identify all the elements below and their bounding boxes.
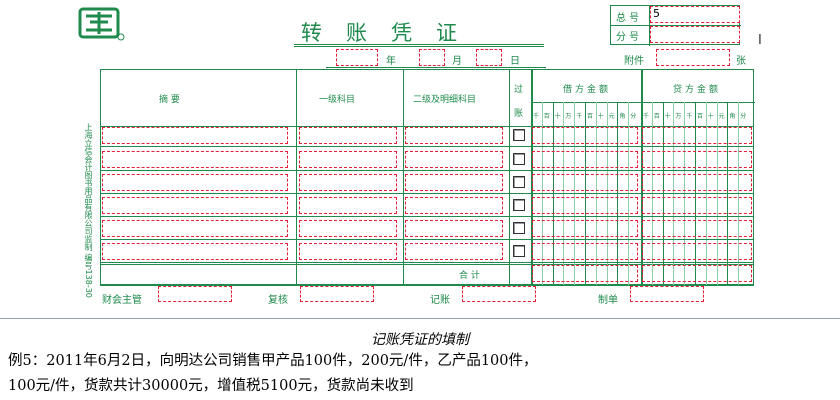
summary-input[interactable] (102, 127, 288, 144)
header-summary: 摘 要 (159, 95, 180, 105)
description-panel: 记账凭证的填制 例5：2011年6月2日，向明达公司销售甲产品100件，200元… (0, 319, 840, 400)
debit-digit-header: 千 (576, 113, 583, 120)
posted-checkbox[interactable] (513, 222, 525, 234)
debit-digit-header: 十 (554, 113, 561, 120)
credit-amount-input[interactable] (642, 243, 752, 260)
header-posted: 过账 (514, 85, 524, 119)
header-debit: 借方金额 (563, 85, 612, 95)
attach-input[interactable] (656, 49, 730, 66)
account1-input[interactable] (299, 197, 397, 214)
voucher-title: 转账凭证 (301, 21, 481, 45)
preparer-input[interactable] (630, 286, 704, 302)
debit-amount-input[interactable] (532, 127, 638, 144)
credit-amount-input[interactable] (642, 220, 752, 237)
debit-digit-header: 分 (630, 113, 637, 120)
credit-digit-header: 千 (686, 113, 693, 120)
posted-checkbox[interactable] (513, 245, 525, 257)
total-no-input[interactable]: 5 (650, 6, 740, 23)
text-cursor-icon: I (758, 33, 762, 48)
preparer-label: 制单 (598, 295, 618, 306)
account1-input[interactable] (299, 174, 397, 191)
example-line-1: 例5：2011年6月2日，向明达公司销售甲产品100件，200元/件，乙产品10… (8, 353, 538, 369)
credit-digit-header: 角 (729, 113, 736, 120)
total-label: 合 计 (459, 271, 480, 281)
divider (0, 318, 840, 319)
summary-input[interactable] (102, 197, 288, 214)
account1-input[interactable] (299, 127, 397, 144)
voucher-table: 摘 要 一级科目 二级及明细科目 过账 借方金额 贷方金额 合 计 (100, 69, 755, 285)
credit-digit-header: 十 (664, 113, 671, 120)
summary-input[interactable] (102, 174, 288, 191)
attach-label: 附件 (624, 56, 644, 67)
posted-checkbox[interactable] (513, 129, 525, 141)
header-account1: 一级科目 (319, 95, 356, 105)
number-box (610, 5, 741, 46)
credit-digit-header: 千 (643, 113, 650, 120)
credit-digit-header: 十 (707, 113, 714, 120)
credit-amount-input[interactable] (642, 174, 752, 191)
zhang-label: 张 (736, 56, 746, 67)
debit-digit-header: 十 (597, 113, 604, 120)
voucher-form: 转账凭证 总 号 5 分 号 I 年 月 日 附件 张 上海立信会计图书用品有限… (76, 3, 764, 306)
supervisor-label: 财会主管 (102, 295, 142, 306)
review-label: 复核 (268, 295, 288, 306)
debit-digit-header: 百 (543, 113, 550, 120)
credit-amount-input[interactable] (642, 127, 752, 144)
account1-input[interactable] (299, 220, 397, 237)
account2-input[interactable] (405, 151, 503, 168)
posted-checkbox[interactable] (513, 199, 525, 211)
month-label: 月 (452, 56, 462, 67)
account2-input[interactable] (405, 243, 503, 260)
debit-total-input[interactable] (532, 265, 638, 282)
credit-digit-header: 元 (718, 113, 725, 120)
summary-input[interactable] (102, 243, 288, 260)
sub-no-input[interactable] (650, 26, 740, 43)
total-no-label: 总 号 (616, 13, 640, 24)
debit-amount-input[interactable] (532, 174, 638, 191)
account2-input[interactable] (405, 127, 503, 144)
debit-amount-input[interactable] (532, 197, 638, 214)
sub-no-label: 分 号 (616, 32, 640, 43)
title-underline (294, 44, 544, 47)
credit-digit-header: 百 (653, 113, 660, 120)
logo-icon (78, 7, 125, 41)
account1-input[interactable] (299, 243, 397, 260)
credit-amount-input[interactable] (642, 151, 752, 168)
header-account2: 二级及明细科目 (413, 95, 477, 105)
credit-amount-input[interactable] (642, 197, 752, 214)
debit-digit-header: 千 (533, 113, 540, 120)
summary-input[interactable] (102, 151, 288, 168)
debit-amount-input[interactable] (532, 151, 638, 168)
caption: 记账凭证的填制 (371, 332, 469, 348)
summary-input[interactable] (102, 220, 288, 237)
debit-amount-input[interactable] (532, 243, 638, 260)
day-input[interactable] (476, 49, 502, 66)
debit-digit-header: 角 (619, 113, 626, 120)
bookkeep-label: 记账 (430, 295, 450, 306)
posted-checkbox[interactable] (513, 153, 525, 165)
debit-digit-header: 百 (587, 113, 594, 120)
account2-input[interactable] (405, 197, 503, 214)
month-input[interactable] (419, 49, 445, 66)
review-input[interactable] (300, 286, 374, 302)
year-input[interactable] (336, 49, 378, 66)
credit-digit-header: 万 (675, 113, 682, 120)
account2-input[interactable] (405, 174, 503, 191)
posted-checkbox[interactable] (513, 176, 525, 188)
example-line-2: 100元/件，货款共计30000元，增值税5100元，货款尚未收到 (8, 378, 414, 394)
day-label: 日 (510, 56, 520, 67)
account2-input[interactable] (405, 220, 503, 237)
debit-digit-header: 元 (608, 113, 615, 120)
debit-digit-header: 万 (565, 113, 572, 120)
debit-amount-input[interactable] (532, 220, 638, 237)
account1-input[interactable] (299, 151, 397, 168)
side-text: 上海立信会计图书用品有限公司监制 编号138-30 (84, 123, 93, 298)
year-label: 年 (386, 56, 396, 67)
bookkeep-input[interactable] (462, 286, 536, 302)
credit-digit-header: 分 (740, 113, 747, 120)
credit-digit-header: 百 (697, 113, 704, 120)
credit-total-input[interactable] (642, 265, 752, 282)
header-credit: 贷方金额 (673, 85, 722, 95)
supervisor-input[interactable] (158, 286, 232, 302)
